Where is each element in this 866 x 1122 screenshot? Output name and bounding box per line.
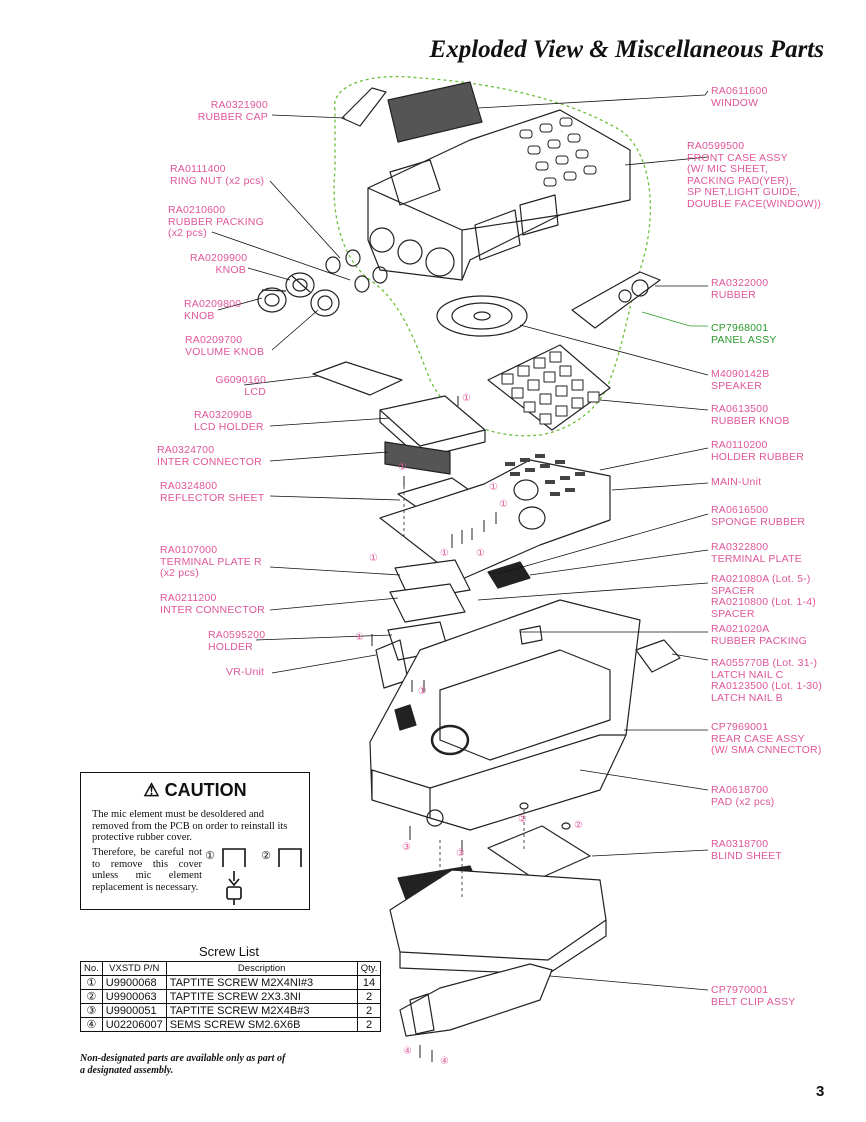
screw-marker: ④ <box>440 1056 449 1067</box>
caution-note: Therefore, be careful not to remove this… <box>92 847 202 893</box>
screw-marker: ② <box>574 820 583 831</box>
screw-marker: ① <box>418 686 427 697</box>
table-row: ① U9900068 TAPTITE SCREW M2X4NI#3 14 <box>80 975 382 990</box>
svg-text:①: ① <box>205 849 215 862</box>
svg-text:②: ② <box>261 849 271 862</box>
screw-list-title: Screw List <box>199 944 259 959</box>
screw-marker: ③ <box>402 842 411 853</box>
screw-marker: ① <box>398 462 407 473</box>
table-row: ② U9900063 TAPTITE SCREW 2X3.3NI 2 <box>80 989 382 1004</box>
part-label-vr-unit: VR-Unit <box>226 666 265 678</box>
caution-heading: ⚠ CAUTION <box>143 780 247 800</box>
screw-marker: ① <box>462 393 471 404</box>
col-pn: VXSTD P/N <box>101 961 167 976</box>
screw-marker: ① <box>355 632 364 643</box>
screw-marker: ① <box>440 548 449 559</box>
page-number: 3 <box>816 1083 825 1100</box>
screw-list-table: No. VXSTD P/N Description Qty. ① U990006… <box>80 961 382 1032</box>
footnote: Non-designated parts are available only … <box>80 1053 286 1076</box>
screw-marker: ① <box>499 499 508 510</box>
warning-icon: ⚠ <box>143 780 160 800</box>
screw-marker: ② <box>518 814 527 825</box>
screw-marker: ① <box>489 482 498 493</box>
col-qty: Qty. <box>356 961 382 976</box>
screw-marker: ① <box>369 553 378 564</box>
screw-marker: ① <box>476 548 485 559</box>
page-title: Exploded View & Miscellaneous Parts <box>429 36 824 63</box>
caution-text: The mic element must be desoldered and r… <box>92 809 288 843</box>
screw-marker: ③ <box>456 848 465 859</box>
screw-marker: ④ <box>403 1046 412 1057</box>
col-description: Description <box>165 961 358 976</box>
part-label-main-unit: MAIN-Unit <box>711 476 762 488</box>
table-header-row: No. VXSTD P/N Description Qty. <box>80 961 382 976</box>
caution-box: ⚠ CAUTION The mic element must be desold… <box>80 772 310 910</box>
table-row: ④ U02206007 SEMS SCREW SM2.6X6B 2 <box>80 1017 382 1032</box>
table-row: ③ U9900051 TAPTITE SCREW M2X4B#3 2 <box>80 1003 382 1018</box>
mic-cover-icon: ① ② <box>205 848 302 905</box>
col-no: No. <box>80 961 103 976</box>
